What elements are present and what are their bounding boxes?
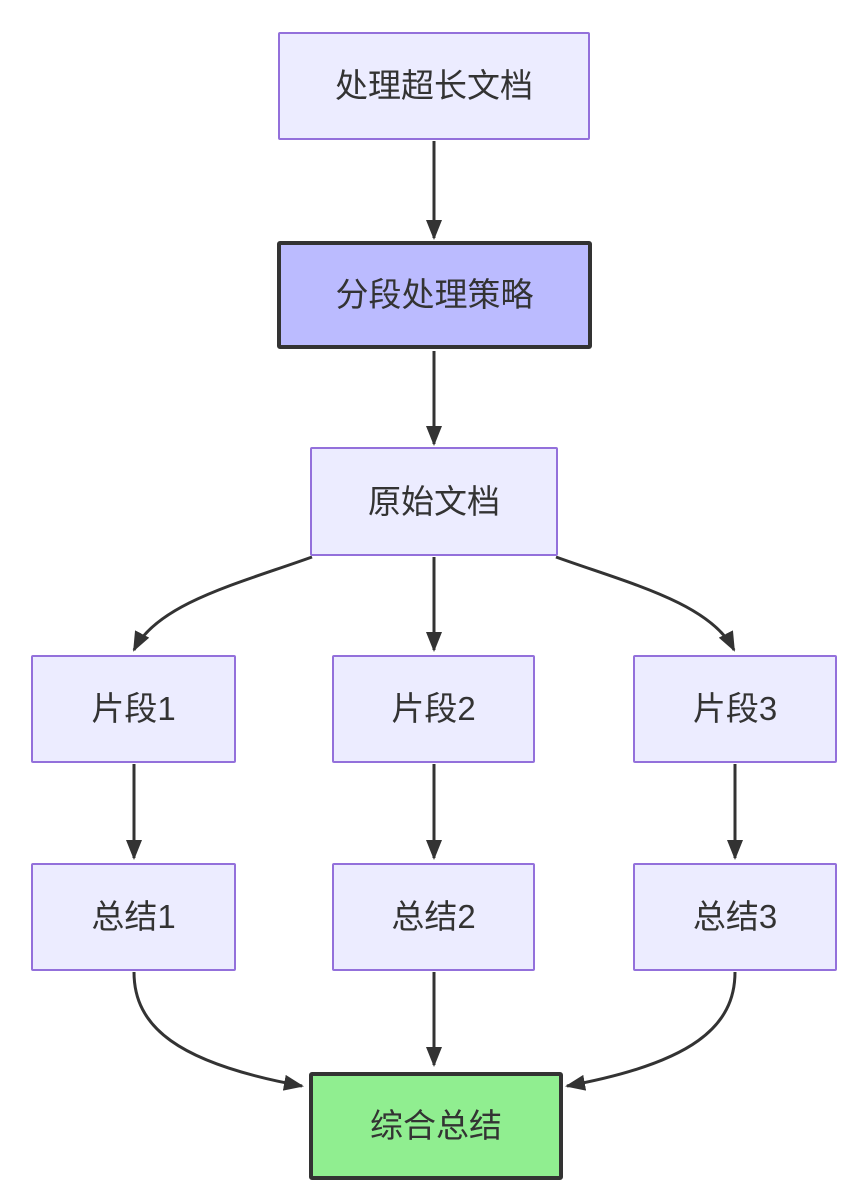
node-fragment-2-label: 片段2 [391,690,476,728]
node-fragment-3-label: 片段3 [692,690,778,728]
edge-originaldoc-fragment3 [555,555,736,652]
node-final-summary-label: 综合总结 [370,1107,502,1145]
node-fragment-3: 片段3 [633,655,837,763]
node-long-doc-label: 处理超长文档 [335,67,533,105]
edge-summary3-finalsummary [565,971,737,1091]
node-summary-2-label: 总结2 [391,898,476,936]
node-original-doc: 原始文档 [310,447,558,556]
node-summary-1-label: 总结1 [91,898,176,936]
node-fragment-2: 片段2 [332,655,535,763]
node-fragment-1: 片段1 [31,655,236,763]
node-summary-3-label: 总结3 [692,898,778,936]
node-summary-1: 总结1 [31,863,236,971]
node-segmentation-strategy: 分段处理策略 [277,241,592,349]
node-summary-3: 总结3 [633,863,837,971]
edge-summary1-finalsummary [132,971,304,1091]
node-final-summary: 综合总结 [309,1072,563,1180]
node-segmentation-strategy-label: 分段处理策略 [335,276,534,314]
node-fragment-1-label: 片段1 [91,690,176,728]
node-original-doc-label: 原始文档 [368,482,500,520]
node-summary-2: 总结2 [332,863,535,971]
node-long-doc: 处理超长文档 [278,32,590,140]
edge-originaldoc-fragment1 [132,555,313,652]
